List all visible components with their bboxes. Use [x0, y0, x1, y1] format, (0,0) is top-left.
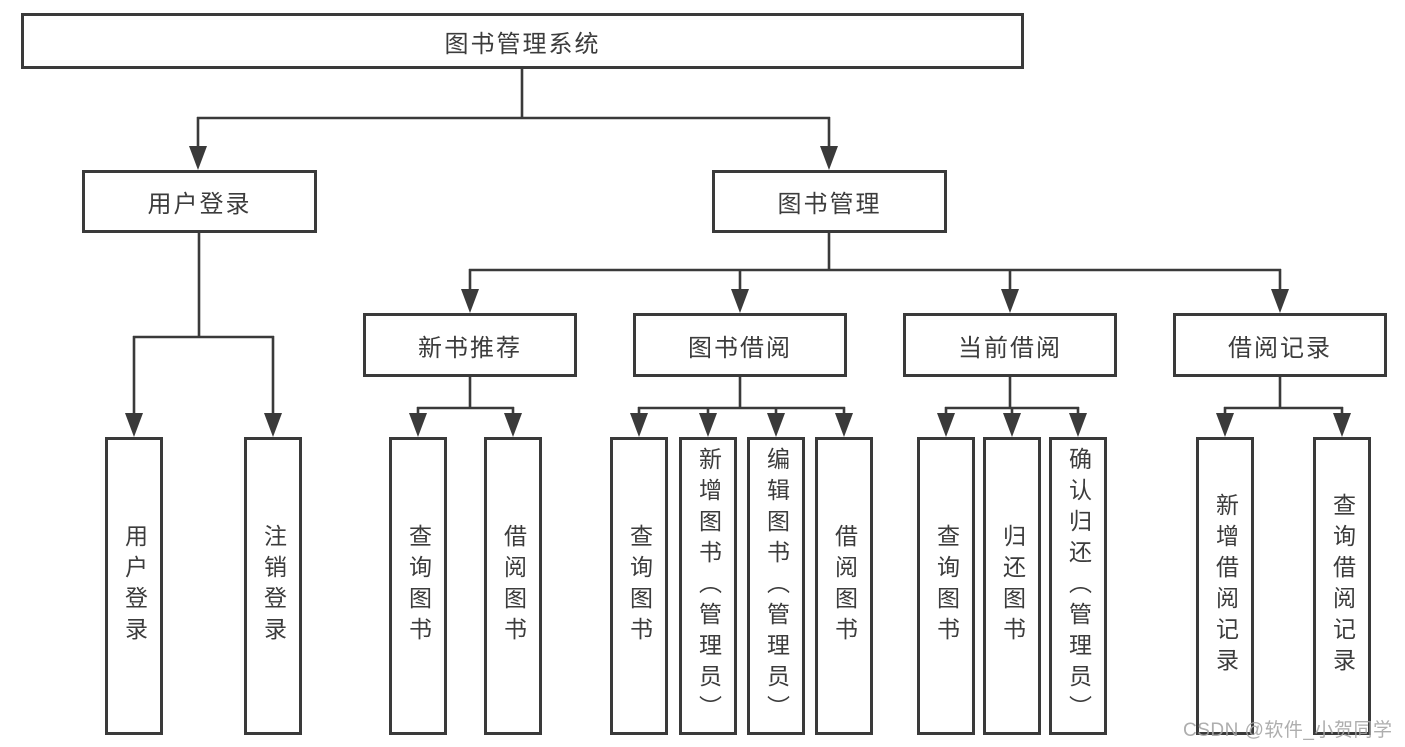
node-label: 借阅图书 — [500, 524, 527, 648]
node-library-management-system: 图书管理系统 — [21, 13, 1024, 69]
node-label: 新增借阅记录 — [1212, 493, 1239, 679]
leaf-confirm-return-admin: 确认归还（管理员） — [1049, 437, 1107, 735]
node-label: 查询图书 — [933, 524, 960, 648]
node-label: 查询图书 — [405, 524, 432, 648]
node-new-book-recommendation: 新书推荐 — [363, 313, 577, 377]
leaf-return-books: 归还图书 — [983, 437, 1041, 735]
node-label: 图书借阅 — [688, 334, 792, 362]
node-label: 用户登录 — [121, 524, 148, 648]
connector-segments — [132, 69, 1344, 419]
leaf-query-books-1: 查询图书 — [389, 437, 447, 735]
leaf-logout: 注销登录 — [244, 437, 302, 735]
node-label: 编辑图书（管理员） — [763, 446, 790, 726]
leaf-borrow-books-2: 借阅图书 — [815, 437, 873, 735]
node-label: 新增图书（管理员） — [695, 446, 722, 726]
arrowheads — [125, 146, 1351, 437]
node-label: 借阅记录 — [1228, 334, 1332, 362]
leaf-query-books-2: 查询图书 — [610, 437, 668, 735]
node-label: 用户登录 — [147, 191, 252, 218]
node-label: 注销登录 — [260, 524, 287, 648]
leaf-query-borrow-record: 查询借阅记录 — [1313, 437, 1371, 735]
node-label: 查询借阅记录 — [1329, 493, 1356, 679]
leaf-borrow-books-1: 借阅图书 — [484, 437, 542, 735]
node-book-management: 图书管理 — [712, 170, 947, 233]
leaf-add-books-admin: 新增图书（管理员） — [679, 437, 737, 735]
node-label: 归还图书 — [999, 524, 1026, 648]
node-label: 新书推荐 — [418, 334, 522, 362]
node-label: 图书管理系统 — [444, 30, 601, 58]
node-borrowing-records: 借阅记录 — [1173, 313, 1387, 377]
leaf-query-books-3: 查询图书 — [917, 437, 975, 735]
leaf-user-login: 用户登录 — [105, 437, 163, 735]
node-label: 当前借阅 — [958, 334, 1062, 362]
node-label: 图书管理 — [777, 191, 882, 218]
csdn-watermark: CSDN @软件_小贺同学 — [1183, 720, 1393, 741]
node-label: 确认归还（管理员） — [1065, 446, 1092, 726]
leaf-add-borrow-record: 新增借阅记录 — [1196, 437, 1254, 735]
leaf-edit-books-admin: 编辑图书（管理员） — [747, 437, 805, 735]
node-label: 借阅图书 — [831, 524, 858, 648]
node-label: 查询图书 — [626, 524, 653, 648]
node-book-borrowing: 图书借阅 — [633, 313, 847, 377]
node-current-borrowing: 当前借阅 — [903, 313, 1117, 377]
node-user-login: 用户登录 — [82, 170, 317, 233]
